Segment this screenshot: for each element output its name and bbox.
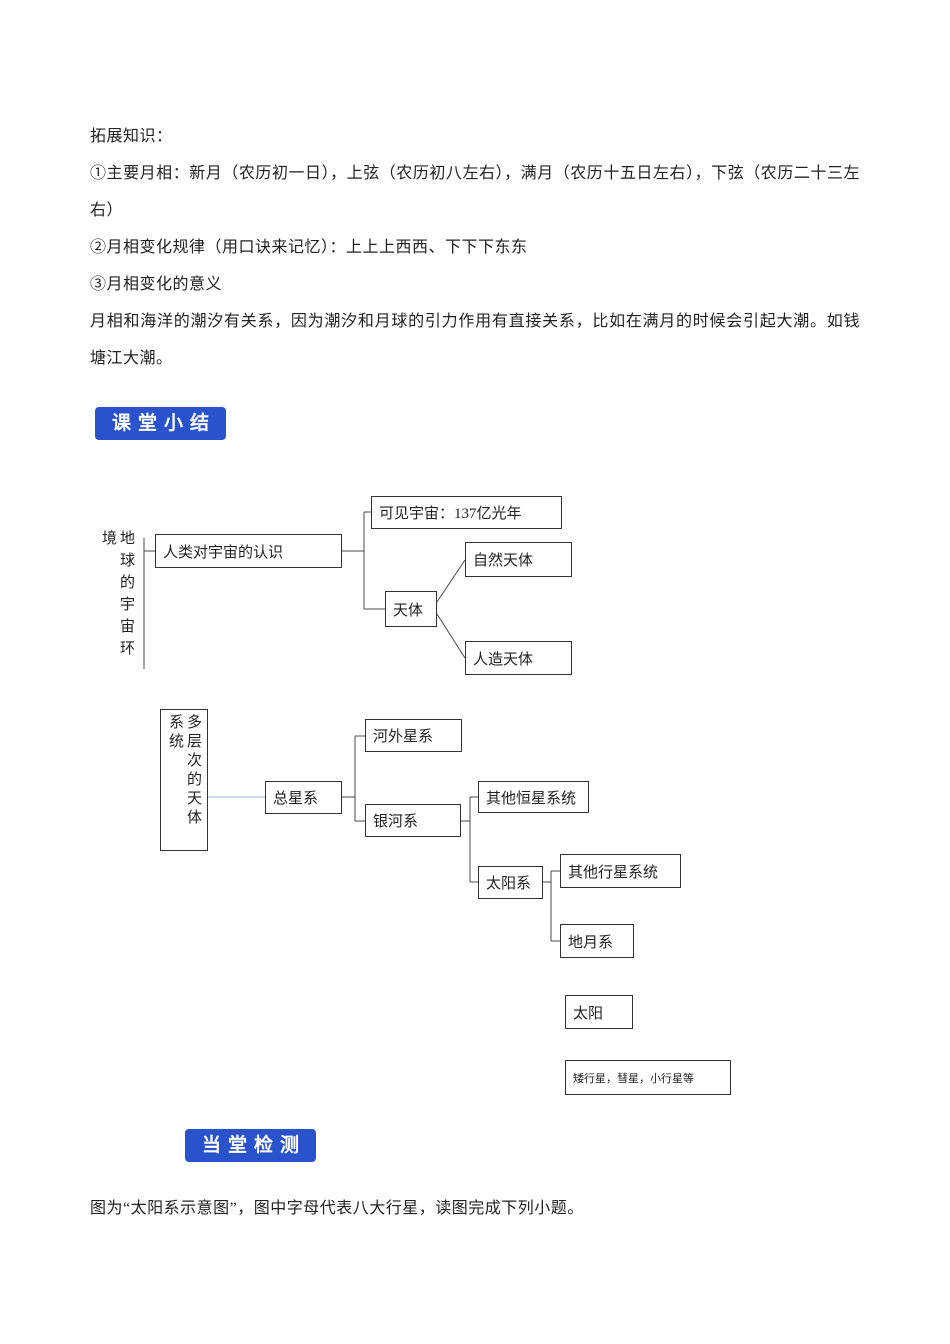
box-earth-moon-system: 地月系	[560, 924, 634, 958]
diagram-connectors	[143, 511, 560, 942]
knowledge-title: 拓展知识：	[90, 128, 173, 145]
box-extragalactic: 河外星系	[365, 719, 462, 752]
quiz-intro: 图为“太阳系示意图”，图中字母代表八大行星，读图完成下列小题。	[90, 1200, 584, 1217]
knowledge-item-2: ②月相变化规律（用口诀来记忆）：上上上西西、下下下东东	[90, 239, 528, 256]
document-page: 拓展知识： ①主要月相：新月（农历初一日），上弦（农历初八左右），满月（农历十五…	[0, 0, 950, 440]
box-natural-body: 自然天体	[465, 542, 572, 577]
knowledge-item-1: ①主要月相：新月（农历初一日），上弦（农历初八左右），满月（农历十五日左右），下…	[90, 165, 860, 219]
box-solar-system: 太阳系	[478, 866, 543, 899]
label-earth-cosmic-environment: 地球的宇宙环境	[100, 530, 134, 662]
section-badge-class-summary: 课堂小结	[95, 407, 227, 440]
connector	[436, 613, 466, 659]
box-other-planet-systems: 其他行星系统	[560, 854, 681, 888]
box-minor-bodies: 矮行星，彗星，小行星等	[565, 1060, 731, 1095]
box-other-star-systems: 其他恒星系统	[478, 781, 589, 813]
quiz-section: 当堂检测 图为“太阳系示意图”，图中字母代表八大行星，读图完成下列小题。	[0, 1129, 950, 1227]
knowledge-paragraph: 月相和海洋的潮汐有关系，因为潮汐和月球的引力作用有直接关系，比如在满月的时候会引…	[90, 313, 860, 367]
box-celestial-body: 天体	[385, 591, 437, 627]
box-total-galaxy: 总星系	[265, 781, 342, 814]
quiz-badge-row: 当堂检测	[185, 1129, 860, 1162]
box-artificial-body: 人造天体	[465, 641, 572, 675]
box-multilevel-system: 多层次的天体系统	[160, 709, 208, 851]
concept-map: 地球的宇宙环境 人类对宇宙的认识 可见宇宙：137亿光年 天体 自然天体 人造天…	[0, 488, 950, 1128]
knowledge-item-3: ③月相变化的意义	[90, 276, 223, 293]
connector	[436, 559, 466, 603]
box-sun: 太阳	[565, 995, 633, 1029]
box-milky-way: 银河系	[365, 804, 461, 837]
section-badge-quiz: 当堂检测	[185, 1129, 317, 1162]
box-human-cognition: 人类对宇宙的认识	[155, 534, 342, 568]
box-visible-universe: 可见宇宙：137亿光年	[371, 496, 562, 529]
summary-badge-row: 课堂小结	[95, 407, 860, 440]
